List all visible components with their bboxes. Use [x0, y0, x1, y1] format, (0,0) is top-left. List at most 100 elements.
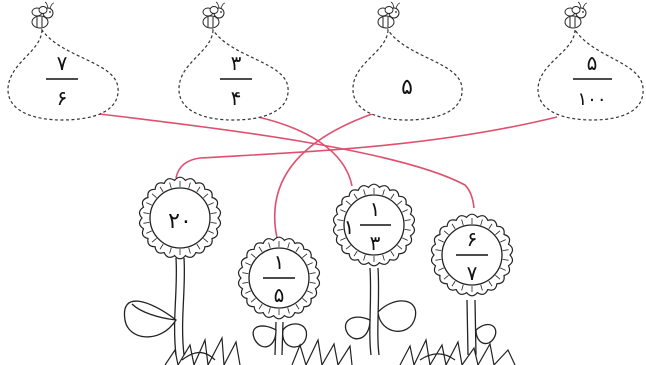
bee-icon	[202, 1, 226, 29]
petal-line	[435, 249, 442, 251]
petal-line	[146, 230, 152, 234]
petal-line	[151, 193, 157, 199]
petal-line	[245, 290, 251, 294]
petal-line	[502, 249, 509, 251]
flower-3-whole: ۱	[344, 215, 355, 239]
petal-line	[242, 272, 249, 274]
drop-1[interactable]	[7, 28, 119, 121]
connector-line	[273, 113, 373, 239]
petal-line	[390, 250, 395, 257]
petal-line	[397, 244, 403, 250]
flower-1[interactable]: ۲۰	[138, 176, 222, 260]
stems	[173, 257, 477, 356]
leaf-icon	[123, 300, 497, 348]
petal-line	[210, 222, 217, 224]
petal-line	[404, 229, 411, 231]
petal-line	[188, 182, 191, 189]
petal-line	[146, 202, 152, 206]
bee-icon	[31, 1, 55, 29]
petal-line	[404, 219, 411, 221]
petal-line	[353, 250, 358, 257]
petal-line	[363, 254, 366, 261]
petal-line	[295, 303, 300, 310]
petal-line	[309, 282, 316, 284]
petal-line	[390, 193, 395, 200]
petal-line	[143, 222, 150, 224]
petal-line	[258, 303, 263, 310]
flower-3-numerator: ۱	[370, 197, 381, 221]
petal-line	[143, 212, 150, 214]
connector-line	[257, 116, 353, 187]
bee-icon	[564, 1, 588, 29]
drop-2-numerator: ۳	[231, 51, 242, 75]
petal-line	[337, 219, 344, 221]
connector-line	[90, 112, 475, 209]
drop-2[interactable]	[178, 28, 289, 121]
petal-line	[295, 246, 300, 253]
petal-line	[443, 230, 449, 236]
petal-line	[302, 253, 308, 259]
petal-line	[495, 230, 501, 236]
petal-line	[451, 223, 456, 230]
drop-4-denominator: ۱۰۰	[577, 89, 606, 110]
bee-icon	[377, 1, 401, 29]
petal-line	[461, 284, 464, 291]
petal-line	[397, 200, 403, 206]
petal-line	[203, 237, 209, 243]
flower-4-denominator: ۷	[467, 261, 478, 285]
petal-line	[502, 259, 509, 261]
petal-line	[438, 267, 444, 271]
petal-line	[488, 223, 493, 230]
petal-line	[258, 246, 263, 253]
petal-line	[443, 274, 449, 280]
petal-line	[488, 280, 493, 287]
drop-outline	[537, 28, 644, 121]
petal-line	[245, 262, 251, 266]
drop-1-denominator: ۶	[57, 86, 68, 110]
petal-line	[451, 280, 456, 287]
petal-line	[159, 186, 164, 193]
flower-center	[149, 187, 211, 249]
petal-line	[196, 243, 201, 250]
petal-line	[363, 189, 366, 196]
petal-line	[250, 253, 256, 259]
drop-2-denominator: ۴	[231, 86, 242, 110]
petal-line	[188, 247, 191, 254]
petal-line	[461, 219, 464, 226]
petal-line	[480, 219, 483, 226]
petal-line	[302, 297, 308, 303]
flower-3-denominator: ۳	[370, 231, 381, 255]
flower-4[interactable]: ۶ ۷	[430, 213, 514, 297]
drop-outline	[7, 28, 119, 121]
petal-line	[309, 272, 316, 274]
drop-outline	[352, 28, 463, 121]
petal-line	[340, 209, 346, 213]
petal-line	[307, 262, 313, 266]
petal-line	[268, 307, 271, 314]
flower-2-denominator: ۵	[274, 283, 285, 307]
flower-2[interactable]: ۱ ۵	[237, 236, 321, 320]
petal-line	[382, 189, 385, 196]
drop-4[interactable]	[537, 28, 644, 121]
petal-line	[438, 239, 444, 243]
petal-line	[287, 307, 290, 314]
petal-line	[242, 282, 249, 284]
petal-line	[268, 242, 271, 249]
petal-line	[402, 237, 408, 241]
flower-1-whole: ۲۰	[168, 209, 192, 234]
petal-line	[287, 242, 290, 249]
petal-line	[203, 193, 209, 199]
petal-line	[340, 237, 346, 241]
petal-line	[337, 229, 344, 231]
petal-line	[500, 267, 506, 271]
petal-line	[169, 247, 172, 254]
petal-line	[208, 230, 214, 234]
flower-2-numerator: ۱	[274, 250, 285, 274]
flower-3[interactable]: ۱ ۱ ۳	[332, 183, 416, 267]
petal-line	[435, 259, 442, 261]
drop-3[interactable]	[352, 28, 463, 121]
petal-line	[250, 297, 256, 303]
petal-line	[210, 212, 217, 214]
